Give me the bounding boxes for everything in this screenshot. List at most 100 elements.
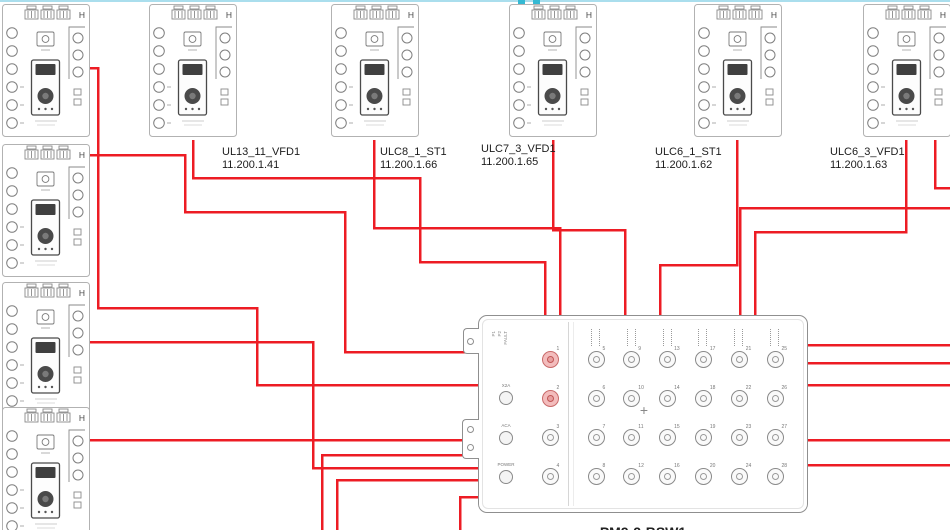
port-21: 21 xyxy=(730,346,751,368)
connector-hole xyxy=(467,426,474,433)
port-number: 15 xyxy=(674,424,680,431)
port-number: 26 xyxy=(781,384,788,391)
port-number: 1 xyxy=(556,345,560,352)
wire-13[interactable] xyxy=(335,478,478,530)
wire-5[interactable] xyxy=(551,140,627,315)
h-terminal-label: H xyxy=(939,10,946,20)
wire-14[interactable] xyxy=(458,495,478,530)
vfd-symbol xyxy=(331,4,419,137)
pin-numbers xyxy=(734,329,744,346)
vfd-device[interactable]: H xyxy=(330,3,420,138)
device-label[interactable]: ULC6_3_VFD1 11.200.1.63 xyxy=(830,146,905,171)
port-13: 13 xyxy=(659,346,680,368)
port-number: 19 xyxy=(709,424,716,431)
vfd-symbol xyxy=(2,144,90,277)
port-20: 20 xyxy=(694,463,715,486)
device-label[interactable]: UL13_11_VFD1 11.200.1.41 xyxy=(222,146,300,171)
pin-numbers xyxy=(770,329,779,346)
port-number: 25 xyxy=(781,345,788,352)
port-8: 8 xyxy=(587,463,605,486)
indicator-aca: ACA xyxy=(499,423,513,445)
wire-4[interactable] xyxy=(372,140,562,315)
port-3: 3 xyxy=(541,424,559,447)
device-ip: 11.200.1.41 xyxy=(222,158,280,171)
wire-3[interactable] xyxy=(191,140,547,315)
status-label: P2 xyxy=(497,331,502,337)
port-number: 23 xyxy=(745,424,752,431)
port-15: 15 xyxy=(659,424,680,447)
status-label: FAULT xyxy=(503,331,508,345)
indicator-label: ACA xyxy=(501,422,511,428)
device-name: ULC6_3_VFD1 xyxy=(830,146,905,158)
device-ip: 11.200.1.65 xyxy=(481,155,539,168)
device-ip: 11.200.1.66 xyxy=(380,158,438,171)
device-name: UL13_11_VFD1 xyxy=(222,146,301,158)
wire-12[interactable] xyxy=(320,453,478,530)
wire-8[interactable] xyxy=(738,206,950,315)
device-label[interactable]: ULC7_3_VFD1 11.200.1.65 xyxy=(481,143,556,168)
vfd-symbol xyxy=(2,282,90,415)
port-22: 22 xyxy=(730,385,751,407)
vfd-device[interactable]: H xyxy=(862,3,950,138)
port-23: 23 xyxy=(730,424,751,447)
vfd-device[interactable]: H xyxy=(693,3,783,138)
vfd-device[interactable]: H xyxy=(1,406,91,530)
pin-numbers xyxy=(626,329,636,346)
vfd-device[interactable]: H xyxy=(1,281,91,416)
section-divider xyxy=(573,322,574,506)
port-number: 5 xyxy=(602,345,606,352)
port-12: 12 xyxy=(623,463,644,486)
port-7: 7 xyxy=(587,424,605,447)
port-25: 25 xyxy=(766,346,787,368)
mounting-tab xyxy=(463,328,479,354)
vfd-device[interactable]: H xyxy=(508,3,598,138)
vfd-device[interactable]: H xyxy=(148,3,238,138)
port-number: 27 xyxy=(781,424,788,431)
connector-hole xyxy=(467,444,474,451)
indicator-x2a: X2A xyxy=(499,383,513,406)
pin-numbers xyxy=(591,329,600,346)
vfd-device[interactable]: H xyxy=(1,143,91,278)
h-terminal-label: H xyxy=(78,150,85,160)
port-number: 2 xyxy=(556,384,560,391)
device-label[interactable]: ULC6_1_ST1 11.200.1.62 xyxy=(655,146,722,171)
device-ip: 11.200.1.63 xyxy=(830,158,888,171)
port-26: 26 xyxy=(766,385,787,407)
port-number: 7 xyxy=(602,424,606,431)
port-number: 20 xyxy=(709,463,716,470)
port-number: 6 xyxy=(602,384,606,391)
port-number: 21 xyxy=(745,345,752,352)
h-terminal-label: H xyxy=(78,413,85,423)
vfd-device[interactable]: H xyxy=(1,3,91,138)
canvas-top-edge xyxy=(0,0,950,2)
pin-numbers xyxy=(662,329,672,346)
port-number: 3 xyxy=(556,424,560,431)
port-number: 14 xyxy=(674,384,680,391)
port-number: 17 xyxy=(709,345,716,352)
port-16: 16 xyxy=(659,463,680,486)
port-number: 28 xyxy=(781,463,788,470)
port-19: 19 xyxy=(694,424,715,447)
port-27: 27 xyxy=(766,424,787,447)
wire-6[interactable] xyxy=(658,140,739,315)
device-name: ULC6_1_ST1 xyxy=(655,146,722,158)
vfd-symbol xyxy=(2,407,90,530)
selection-handle[interactable] xyxy=(533,0,540,5)
wire-10[interactable] xyxy=(90,340,478,470)
indicator-label: POWER xyxy=(497,461,515,467)
port-number: 4 xyxy=(556,463,560,470)
port-number: 13 xyxy=(674,345,680,352)
h-terminal-label: H xyxy=(78,288,85,298)
vfd-symbol xyxy=(863,4,950,137)
selection-handle[interactable] xyxy=(518,0,525,5)
device-label[interactable]: ULC8_1_ST1 11.200.1.66 xyxy=(380,146,447,171)
port-number: 11 xyxy=(638,424,644,431)
wire-2[interactable] xyxy=(90,153,478,354)
wire-9[interactable] xyxy=(933,140,950,190)
wire-1[interactable] xyxy=(90,66,478,387)
port-number: 8 xyxy=(602,463,606,470)
wire-7[interactable] xyxy=(753,140,908,315)
